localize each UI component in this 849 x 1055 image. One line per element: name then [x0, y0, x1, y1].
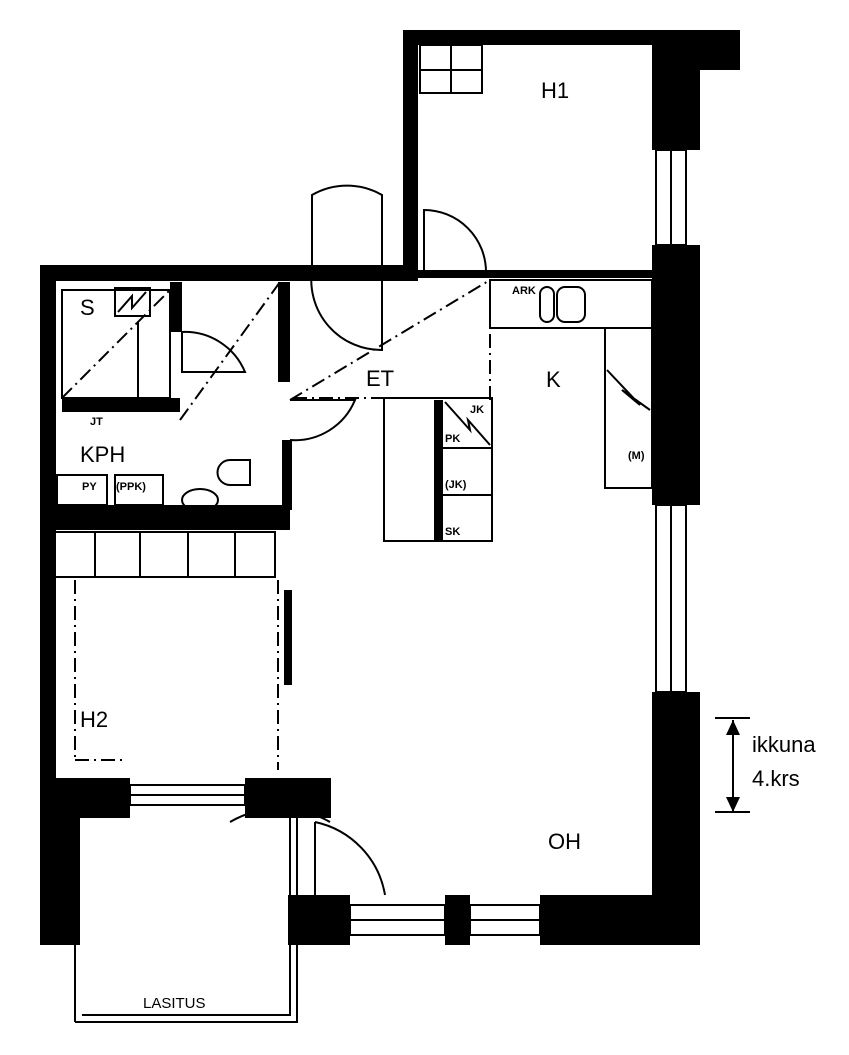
dimension-arrow: [715, 717, 750, 813]
room-s: S: [80, 295, 95, 320]
fixtures: [54, 44, 653, 1023]
annotation-line2: 4.krs: [752, 766, 800, 791]
centerlines: [61, 279, 491, 770]
room-lasitus: LASITUS: [143, 995, 206, 1012]
fixture-ark: ARK: [512, 285, 536, 297]
room-oh: OH: [548, 829, 581, 854]
annotation-line1: ikkuna: [752, 732, 816, 757]
room-h1: H1: [541, 78, 569, 103]
room-k: K: [546, 367, 561, 392]
room-kph: KPH: [80, 442, 125, 467]
fixture-lto: LTÖ: [58, 508, 80, 521]
fixture-py: PY: [82, 481, 97, 493]
walls: [40, 30, 740, 945]
fixture-kuiv: (KUIV): [126, 511, 160, 523]
fixture-sk: SK: [445, 526, 460, 538]
fixture-jk-optional: (JK): [445, 479, 467, 491]
windows: [129, 149, 687, 936]
fixture-jt: JT: [90, 416, 103, 428]
room-h2: H2: [80, 707, 108, 732]
fixture-ppk: (PPK): [116, 481, 146, 493]
fixture-m: (M): [628, 450, 645, 462]
room-et: ET: [366, 366, 394, 391]
fixture-jk: JK: [470, 404, 484, 416]
doors: [181, 184, 487, 896]
fixture-pk: PK: [445, 433, 460, 445]
